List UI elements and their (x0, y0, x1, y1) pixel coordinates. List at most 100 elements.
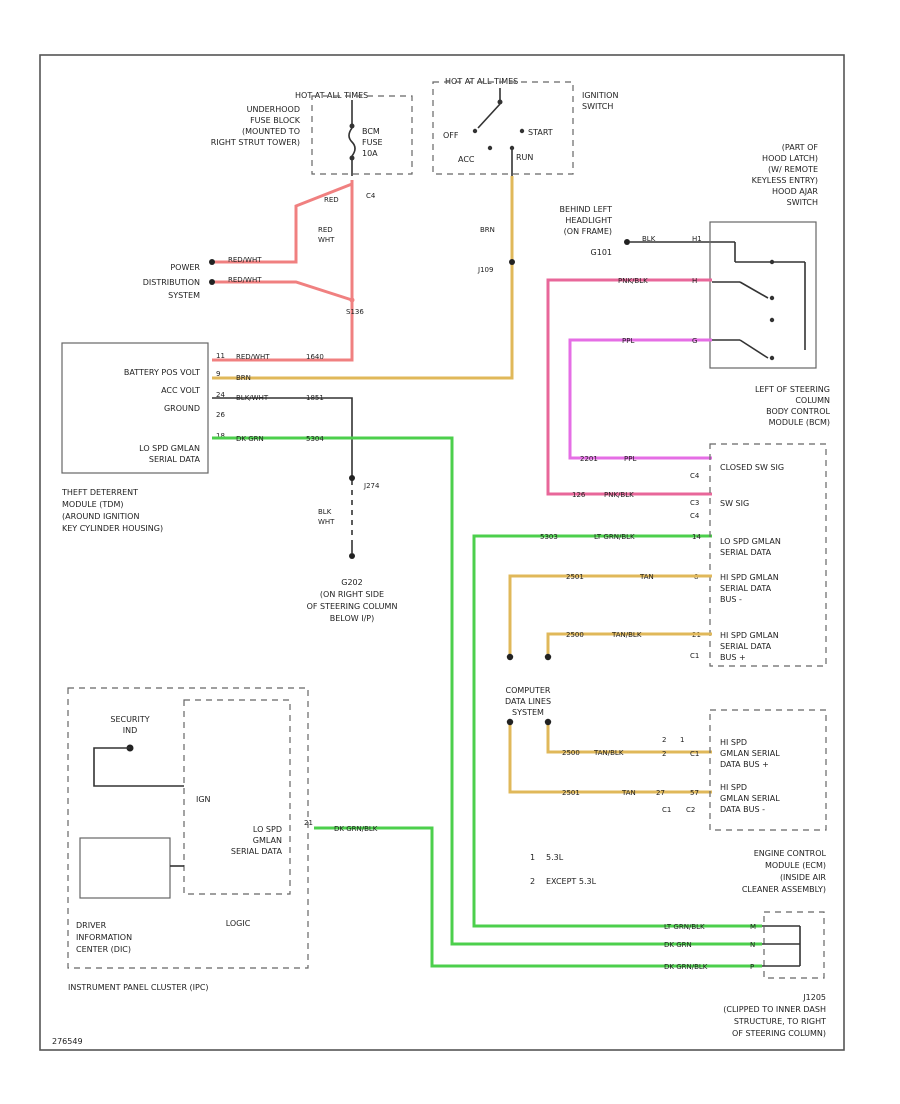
blk-label-vertical: BLK (318, 508, 332, 516)
wht-label-vertical: WHT (318, 518, 335, 526)
ignition-outline (432, 81, 574, 175)
fuse-block-name-1: UNDERHOOD (247, 105, 300, 114)
brn-wire (212, 176, 514, 380)
hood-sw-contact-2 (769, 295, 775, 301)
bcm-name-1: LEFT OF STEERING (755, 385, 830, 394)
bcm-row-hi-spd-b: HI SPD GMLAN (720, 631, 779, 640)
ipc-pin-21: 21 (304, 819, 313, 827)
ecm-pin-c2: C2 (686, 806, 695, 814)
hood-switch-name-5: HOOD AJAR (772, 187, 818, 196)
fuse-terminal-top (349, 123, 355, 129)
bcm-row-lo-spd: LO SPD GMLAN (720, 537, 781, 546)
j1205-name-1: J1205 (802, 993, 826, 1002)
ipc-logic-outline (183, 699, 291, 895)
ipc-logic-label: LOGIC (226, 919, 251, 928)
dlc-terminal-4 (544, 718, 552, 726)
dk-grn-tdm-wire (212, 436, 762, 946)
bottom-dk-grn-blk-label: DK GRN/BLK (664, 963, 708, 971)
security-indicator-wire (93, 747, 184, 787)
bcm-row-closed-sw: CLOSED SW SIG (720, 463, 784, 472)
fuse-rating: 10A (362, 149, 378, 158)
splice-s136: S136 (346, 308, 364, 316)
j1205-name-2: (CLIPPED TO INNER DASH (723, 1005, 826, 1014)
dk-grn-blk-ipc: DK GRN/BLK (314, 825, 762, 968)
hood-sw-blade-2 (739, 339, 769, 359)
instrument-panel-cluster: SECURITY IND IGN LO SPD GMLAN SERIAL DAT… (67, 687, 313, 992)
blk-wire-label: BLK (642, 235, 656, 243)
g101-location-2: HEADLIGHT (565, 216, 612, 225)
tan-ecm-label: TAN (621, 789, 636, 797)
tan-bcm-label: TAN (639, 573, 654, 581)
ecm-pin-27: 27 (656, 789, 665, 797)
ipc-name: INSTRUMENT PANEL CLUSTER (IPC) (68, 983, 209, 992)
red-wht-power-dist-b (212, 280, 353, 302)
bcm-pin-c1: C1 (690, 652, 699, 660)
ignition-switch: HOT AT ALL TIMES IGNITION SWITCH OFF STA… (432, 77, 618, 176)
ecm-outline (709, 709, 827, 831)
tdm-pin-11: 11 (216, 352, 225, 360)
hood-sw-contact-3 (769, 317, 775, 323)
blk-wht-wire (212, 397, 353, 476)
g101-terminal (624, 239, 630, 245)
tdm-row-acc: ACC VOLT (161, 386, 200, 395)
ipc-lo-spd-3: SERIAL DATA (231, 847, 283, 856)
lt-grn-gmlan-bcm: 5303 LT GRN/BLK (472, 533, 762, 928)
ignition-run-terminal (509, 145, 515, 151)
dic-display (79, 837, 171, 899)
bcm-row-hi-spd-a: HI SPD GMLAN (720, 573, 779, 582)
tdm-row-serial: SERIAL DATA (149, 455, 201, 464)
bcm-name-3: BODY CONTROL (766, 407, 830, 416)
ignition-acc-label: ACC (458, 155, 475, 164)
tan-bcm-wire (508, 574, 712, 654)
bcm-row-hi-serial-a: SERIAL DATA (720, 584, 772, 593)
hood-ajar-switch: (PART OF HOOD LATCH) (W/ REMOTE KEYLESS … (709, 143, 819, 369)
power-dist-name-1: POWER (170, 263, 200, 272)
blk-wht-ground-circuit: BLK/WHT 1851 J274 BLK WHT G202 (ON RIGHT… (212, 394, 397, 623)
dlc-terminal-3 (506, 718, 514, 726)
red-wht-splice-dot (349, 297, 355, 303)
tan-blk-bcm-circuit-num: 2500 (566, 631, 584, 639)
tdm-pin-9: 9 (216, 370, 220, 378)
power-dist-connector-b (209, 279, 215, 285)
dlc-name-2: DATA LINES (505, 697, 551, 706)
hood-pin-h1: H1 (692, 235, 702, 243)
ignition-run-label: RUN (516, 153, 533, 162)
bcm-row-bus-minus: BUS - (720, 595, 742, 604)
tan-ecm-circuit-num: 2501 (562, 789, 580, 797)
tdm-name-2: MODULE (TDM) (62, 500, 123, 509)
tan-bcm-circuit-num: 2501 (566, 573, 584, 581)
tan-blk-ecm-label: TAN/BLK (593, 749, 624, 757)
fuse-pin-c4: C4 (366, 192, 376, 200)
splice-j109-dot (509, 259, 515, 265)
pnk-blk-wire (546, 278, 712, 496)
ignition-off-label: OFF (443, 131, 459, 140)
pnk-blk-bcm-label: PNK/BLK (604, 491, 634, 499)
fuse-terminal-bottom (349, 155, 355, 161)
red-label-top: RED (324, 196, 339, 204)
pnk-blk-top-label: PNK/BLK (618, 277, 648, 285)
ppl-top-label: PPL (622, 337, 634, 345)
engine-notes: 1 5.3L 2 EXCEPT 5.3L (530, 853, 597, 886)
hood-switch-name-6: SWITCH (787, 198, 818, 207)
dlc-name-3: SYSTEM (512, 708, 544, 717)
dlc-terminal-1 (506, 653, 514, 661)
bcm-pin-c3: C3 (690, 499, 699, 507)
j1205-outline (763, 911, 825, 979)
power-dist-name-2: DISTRIBUTION (143, 278, 200, 287)
tdm-pin-24: 24 (216, 391, 225, 399)
ignition-name-1: IGNITION (582, 91, 618, 100)
bcm-pin-14: 14 (692, 533, 701, 541)
hood-switch-name-1: (PART OF (782, 143, 819, 152)
ecm-row-serial-a: GMLAN SERIAL (720, 749, 780, 758)
ecm-name-4: CLEANER ASSEMBLY) (742, 885, 826, 894)
theft-deterrent-module: BATTERY POS VOLT ACC VOLT GROUND LO SPD … (61, 342, 225, 533)
blk-wht-label: BLK/WHT (236, 394, 269, 402)
note-2-text: EXCEPT 5.3L (546, 877, 597, 886)
tan-blk-bcm-wire (546, 632, 712, 654)
lt-grn-circuit-num: 5303 (540, 533, 558, 541)
blk-wht-circuit-num: 1851 (306, 394, 324, 402)
fuse-symbol (348, 127, 356, 157)
brn-acc-circuit: BRN J109 BRN (212, 176, 515, 382)
